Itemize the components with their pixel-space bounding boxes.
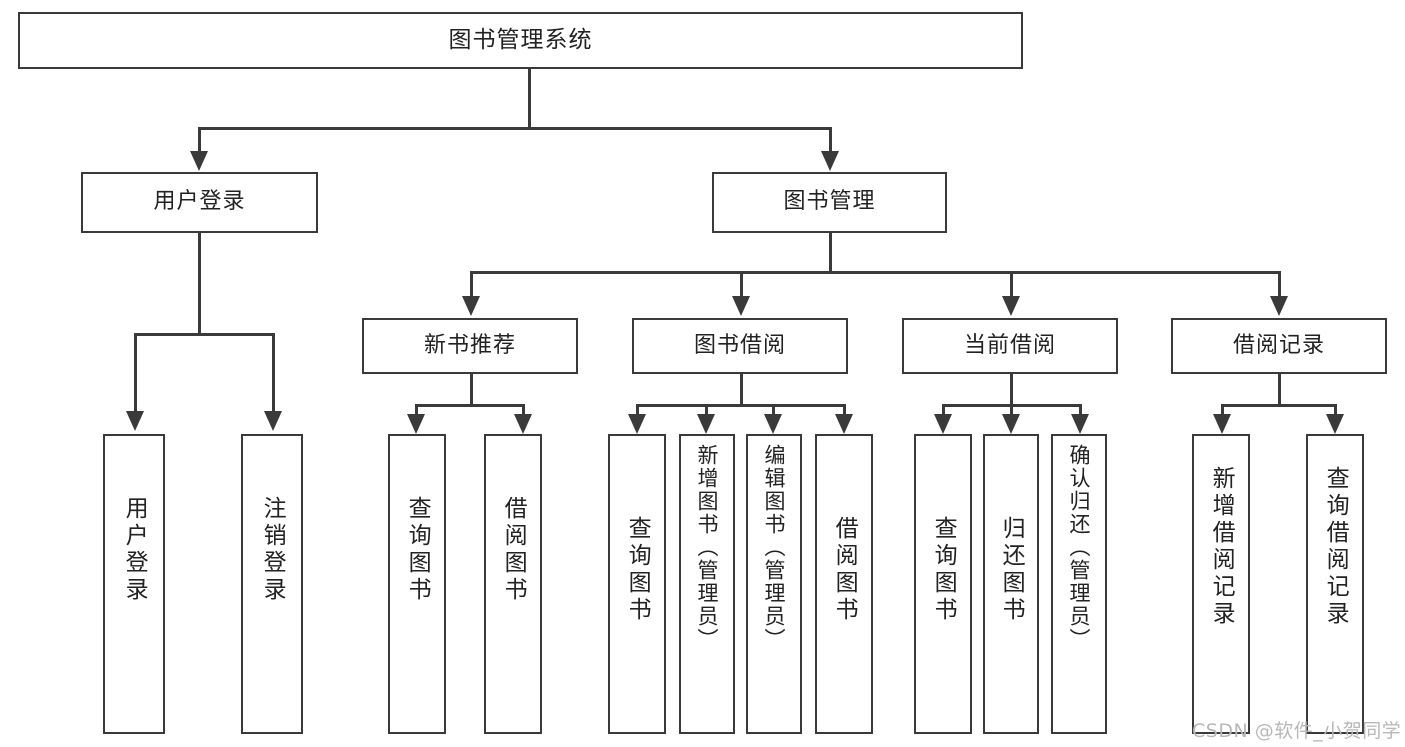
connector-user-login-bar <box>134 333 275 336</box>
connector-current-stem <box>1010 374 1013 407</box>
connector-user-login-stem <box>198 233 201 336</box>
leaf-borrow-edit-book-admin[interactable]: 编辑图书（管理员） <box>746 434 802 734</box>
node-label: 查询借阅记录 <box>1322 466 1349 628</box>
node-label: 新增图书（管理员） <box>695 444 720 651</box>
arrowhead-borrow-to-leaf-3 <box>764 414 782 434</box>
node-label: 查询图书 <box>930 516 957 624</box>
node-label: 编辑图书（管理员） <box>762 444 787 651</box>
connector-bm-to-record <box>1278 271 1281 298</box>
leaf-current-query-book[interactable]: 查询图书 <box>914 434 972 734</box>
csdn-watermark: CSDN @软件_小贺同学 <box>1192 720 1402 742</box>
node-label: 用户登录 <box>121 496 148 604</box>
connector-borrow-to-leaf-4 <box>843 404 846 416</box>
connector-current-to-leaf-1 <box>942 404 945 416</box>
connector-current-to-leaf-2 <box>1010 404 1013 416</box>
leaf-user-login-logout[interactable]: 注销登录 <box>241 434 303 734</box>
arrowhead-record-to-leaf-2 <box>1326 414 1344 434</box>
arrowhead-current-to-leaf-3 <box>1071 414 1089 434</box>
arrowhead-borrow-to-leaf-1 <box>628 414 646 434</box>
node-user-login[interactable]: 用户登录 <box>81 172 318 233</box>
leaf-recommend-borrow-book[interactable]: 借阅图书 <box>484 434 542 734</box>
node-label: 图书管理 <box>783 189 876 215</box>
leaf-recommend-query-book[interactable]: 查询图书 <box>388 434 446 734</box>
connector-borrow-bar <box>636 404 846 407</box>
leaf-record-query-record[interactable]: 查询借阅记录 <box>1306 434 1364 734</box>
connector-recommend-stem <box>470 374 473 407</box>
arrowhead-recommend-to-leaf-1 <box>407 414 425 434</box>
arrowhead-root-to-book-management <box>821 151 839 171</box>
node-root-book-management-system[interactable]: 图书管理系统 <box>18 12 1023 69</box>
connector-current-to-leaf-3 <box>1079 404 1082 416</box>
connector-root-to-user-login <box>198 127 201 153</box>
arrowhead-root-to-user-login <box>190 151 208 171</box>
connector-borrow-to-leaf-1 <box>636 404 639 416</box>
connector-borrow-to-leaf-2 <box>705 404 708 416</box>
node-borrow-record[interactable]: 借阅记录 <box>1171 318 1387 374</box>
arrowhead-bm-to-current <box>1002 296 1020 316</box>
node-label: 借阅图书 <box>831 516 858 624</box>
connector-borrow-to-leaf-3 <box>772 404 775 416</box>
connector-borrow-stem <box>740 374 743 407</box>
arrowhead-borrow-to-leaf-4 <box>835 414 853 434</box>
connector-record-bar <box>1221 404 1337 407</box>
connector-user-login-to-leaf-2 <box>272 333 275 413</box>
leaf-borrow-borrow-book[interactable]: 借阅图书 <box>815 434 873 734</box>
node-new-book-recommend[interactable]: 新书推荐 <box>362 318 578 374</box>
node-label: 查询图书 <box>404 496 431 604</box>
arrowhead-borrow-to-leaf-2 <box>697 414 715 434</box>
node-label: 确认归还（管理员） <box>1067 444 1092 651</box>
node-label: 注销登录 <box>259 496 286 604</box>
connector-root-bar <box>198 127 831 130</box>
connector-recommend-bar <box>415 404 525 407</box>
arrowhead-user-login-to-leaf-1 <box>126 411 144 431</box>
connector-bm-to-recommend <box>470 271 473 298</box>
connector-book-management-stem <box>829 233 832 274</box>
node-label: 借阅图书 <box>500 496 527 604</box>
connector-record-to-leaf-2 <box>1334 404 1337 416</box>
node-label: 借阅记录 <box>1232 332 1325 358</box>
connector-root-stem <box>528 69 531 129</box>
leaf-user-login-login[interactable]: 用户登录 <box>103 434 165 734</box>
node-label: 新增借阅记录 <box>1208 466 1235 628</box>
connector-root-to-book-management <box>829 127 832 153</box>
arrowhead-current-to-leaf-1 <box>934 414 952 434</box>
connector-book-management-bar <box>470 271 1281 274</box>
arrowhead-bm-to-recommend <box>462 296 480 316</box>
connector-record-to-leaf-1 <box>1221 404 1224 416</box>
node-label: 图书借阅 <box>693 332 786 358</box>
node-label: 当前借阅 <box>963 332 1056 358</box>
node-label: 图书管理系统 <box>448 27 593 54</box>
connector-bm-to-current <box>1010 271 1013 298</box>
node-label: 用户登录 <box>153 189 246 215</box>
node-book-management[interactable]: 图书管理 <box>712 172 947 233</box>
connector-recommend-to-leaf-1 <box>415 404 418 416</box>
leaf-record-add-record[interactable]: 新增借阅记录 <box>1192 434 1250 734</box>
node-current-borrow[interactable]: 当前借阅 <box>902 318 1118 374</box>
leaf-current-return-book[interactable]: 归还图书 <box>983 434 1039 734</box>
node-label: 查询图书 <box>624 516 651 624</box>
node-book-borrow[interactable]: 图书借阅 <box>632 318 848 374</box>
arrowhead-recommend-to-leaf-2 <box>514 414 532 434</box>
connector-recommend-to-leaf-2 <box>522 404 525 416</box>
connector-record-stem <box>1278 374 1281 407</box>
arrowhead-user-login-to-leaf-2 <box>264 411 282 431</box>
arrowhead-bm-to-record <box>1270 296 1288 316</box>
leaf-borrow-query-book[interactable]: 查询图书 <box>608 434 666 734</box>
node-label: 归还图书 <box>998 516 1025 624</box>
leaf-current-confirm-return-admin[interactable]: 确认归还（管理员） <box>1051 434 1107 734</box>
connector-user-login-to-leaf-1 <box>134 333 137 413</box>
node-label: 新书推荐 <box>423 332 516 358</box>
leaf-borrow-add-book-admin[interactable]: 新增图书（管理员） <box>679 434 735 734</box>
arrowhead-record-to-leaf-1 <box>1213 414 1231 434</box>
arrowhead-current-to-leaf-2 <box>1002 414 1020 434</box>
connector-bm-to-borrow <box>740 271 743 298</box>
arrowhead-bm-to-borrow <box>732 296 750 316</box>
